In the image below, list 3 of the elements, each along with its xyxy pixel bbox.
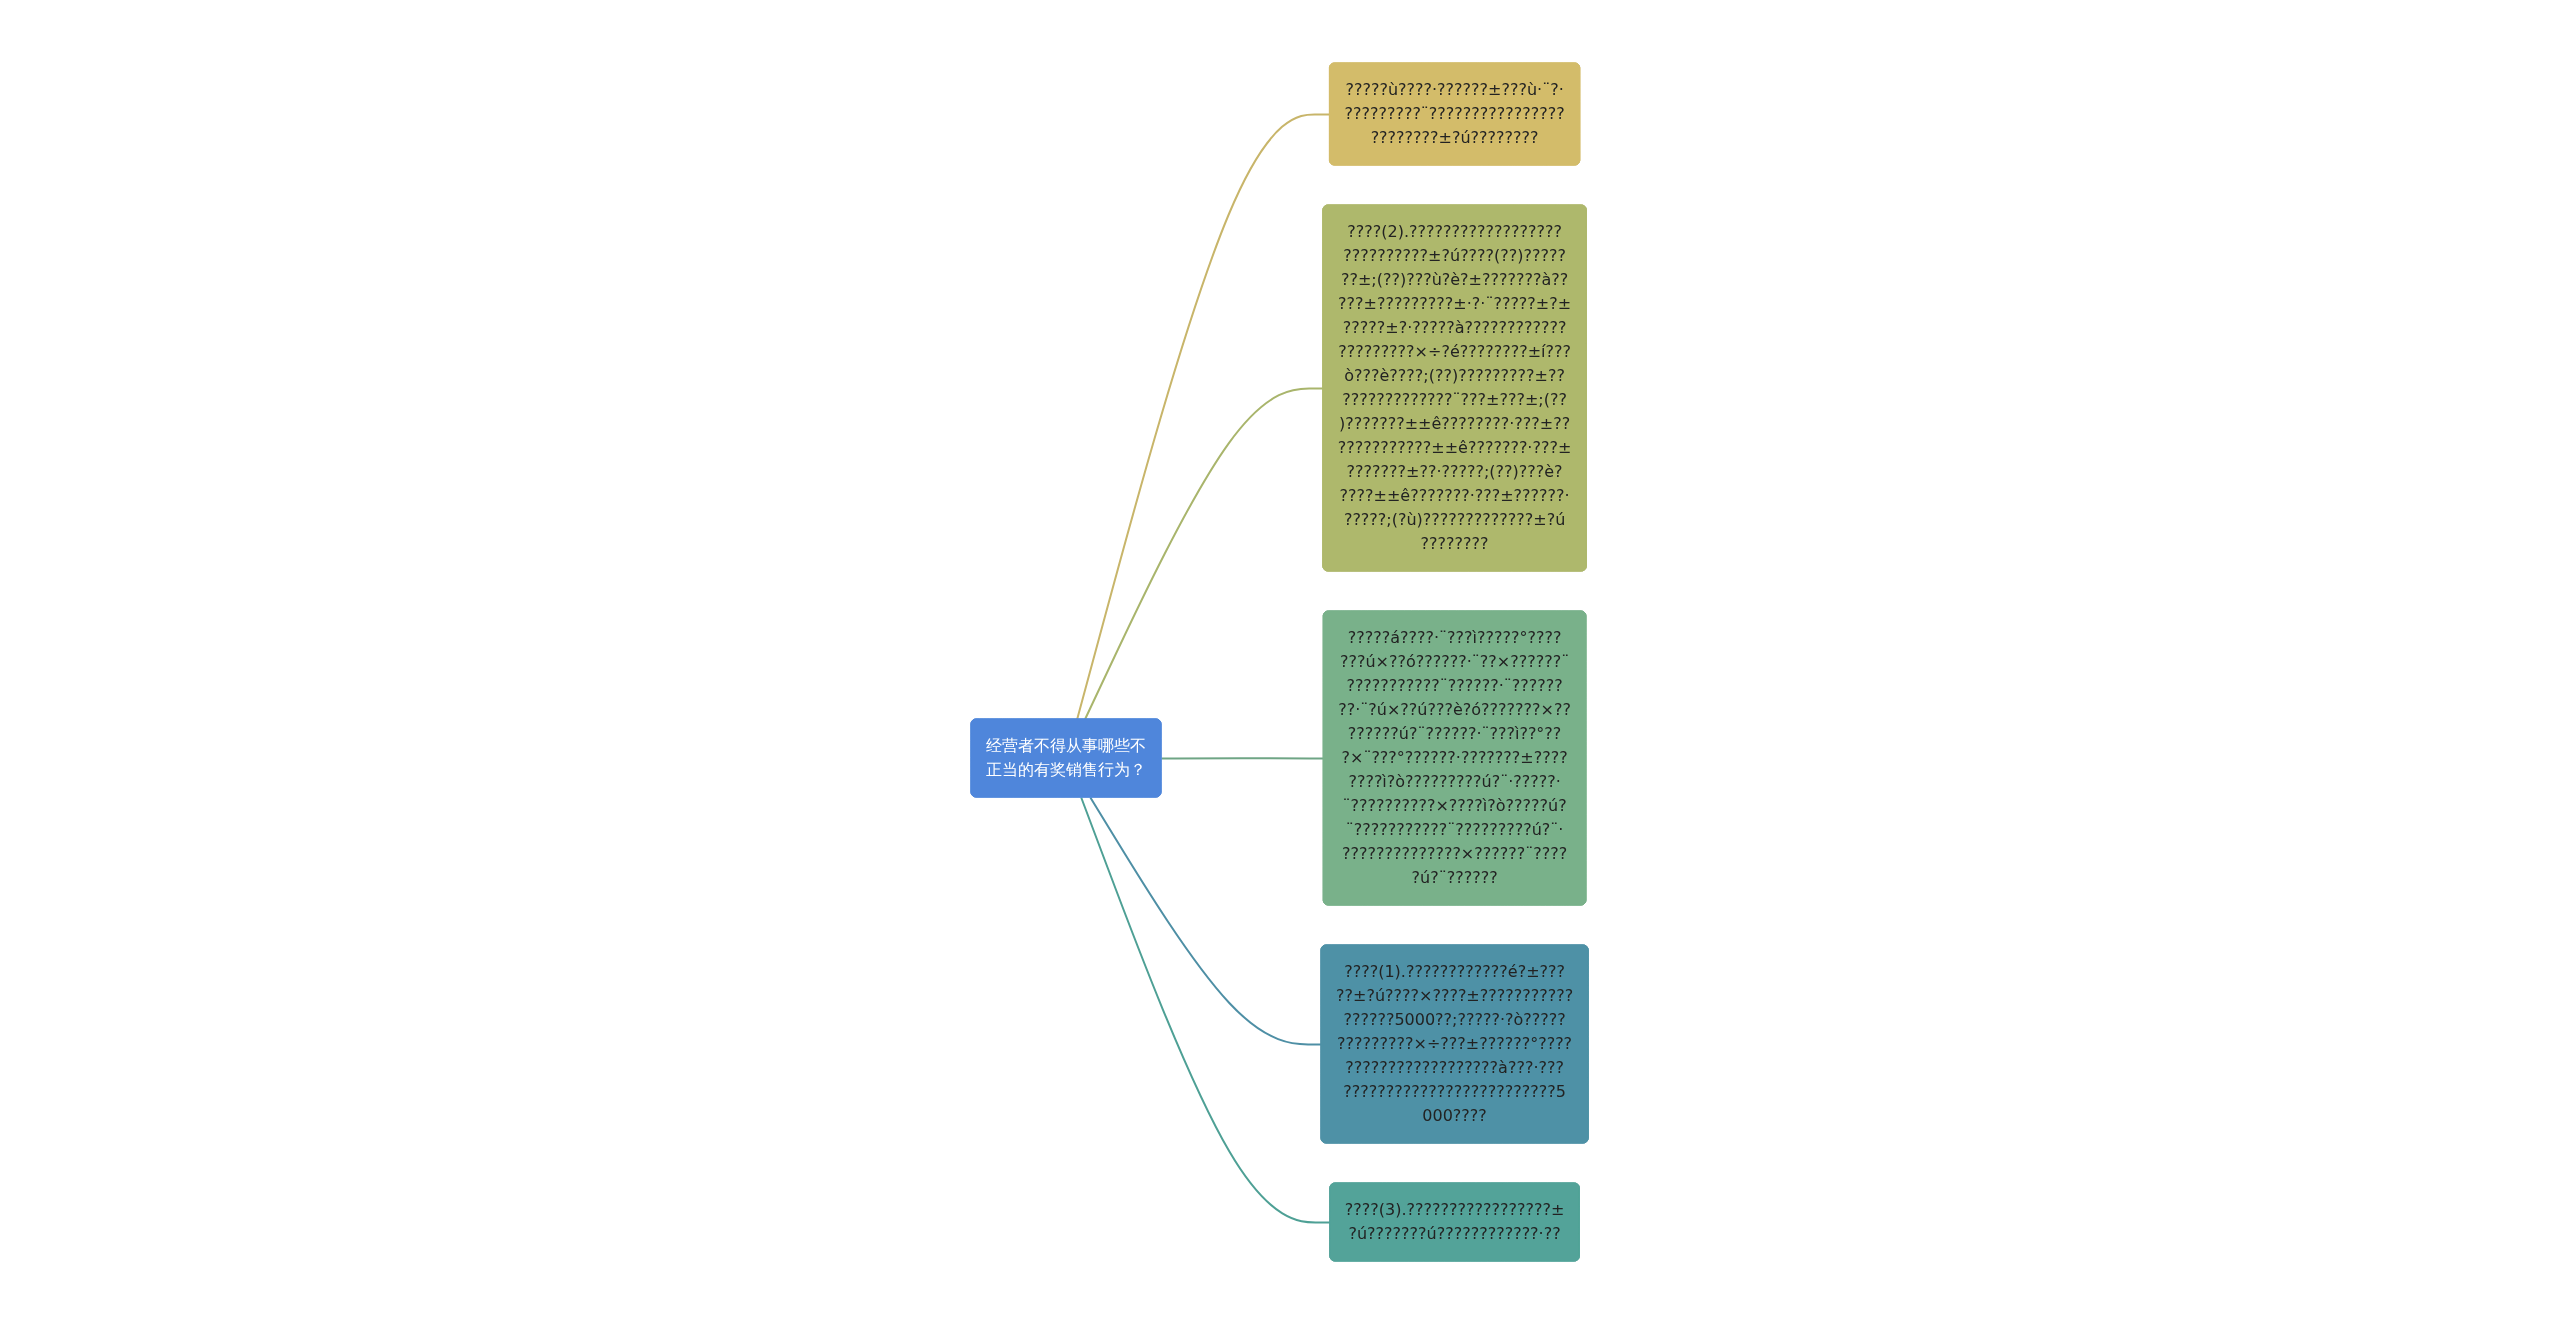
connector: [1084, 387, 1325, 721]
connector: [1089, 796, 1323, 1046]
connector: [1080, 796, 1332, 1224]
